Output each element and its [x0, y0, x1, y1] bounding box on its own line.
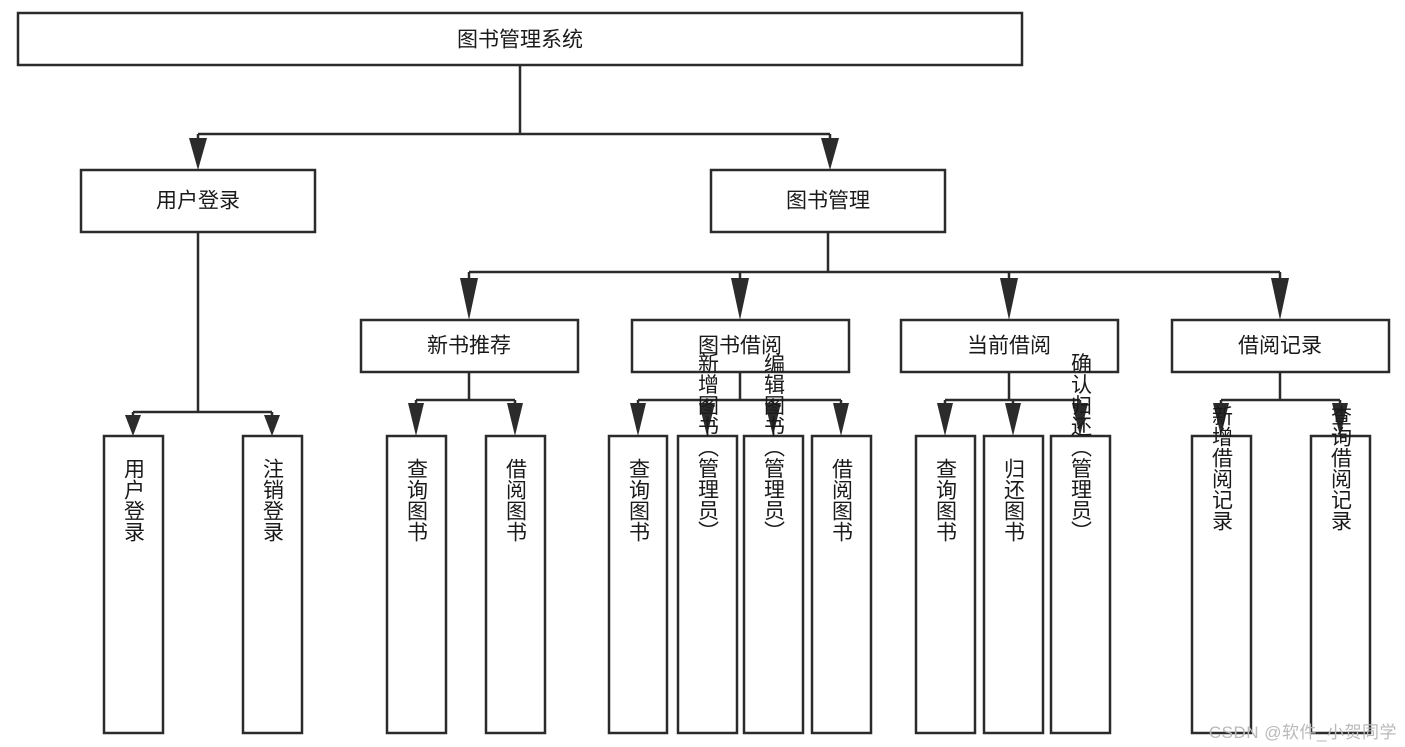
node-book-manage[interactable]: 图书管理 — [709, 168, 947, 234]
node-book-manage-label: 图书管理 — [786, 190, 870, 213]
node-root-system-box[interactable] — [16, 11, 1024, 67]
leaf-edit-book-admin-label: 编辑图书（管理员） — [762, 353, 786, 542]
connector-group-new-book-rec — [408, 372, 523, 436]
leaf-return-book-box[interactable] — [982, 434, 1045, 735]
leaf-borrow-book-bb-label: 借阅图书 — [830, 458, 854, 542]
arrow-head-leaf-query-book-3 — [937, 403, 953, 436]
leaf-add-borrow-record-box[interactable] — [1190, 434, 1253, 735]
arrow-head-leaf-return-book — [1005, 403, 1021, 436]
leaf-add-book-admin-box[interactable] — [676, 434, 739, 735]
node-current-borrow[interactable]: 当前借阅 — [899, 318, 1120, 374]
leaf-return-book[interactable]: 归还图书 — [982, 434, 1045, 735]
leaf-add-borrow-record[interactable]: 新增借阅记录 — [1190, 405, 1253, 735]
arrow-head-leaf-add-record — [1213, 403, 1229, 436]
arrow-head-book-borrow — [731, 278, 749, 320]
leaf-borrow-book-bb-box[interactable] — [810, 434, 873, 735]
leaf-query-borrow-record[interactable]: 查询借阅记录 — [1309, 405, 1372, 735]
node-root-system-label: 图书管理系统 — [457, 29, 583, 52]
node-book-borrow-box[interactable] — [630, 318, 851, 374]
leaf-add-book-admin-label: 新增图书（管理员） — [696, 353, 720, 542]
node-book-borrow-label: 图书借阅 — [698, 335, 782, 358]
leaf-query-book-cb[interactable]: 查询图书 — [914, 434, 977, 735]
leaf-query-book-nbr-label: 查询图书 — [405, 458, 429, 542]
leaf-return-book-label: 归还图书 — [1002, 458, 1026, 542]
connector-group-borrow-record — [1213, 372, 1348, 436]
node-new-book-recommend[interactable]: 新书推荐 — [359, 318, 580, 374]
connector-group-root — [189, 65, 839, 170]
node-borrow-record[interactable]: 借阅记录 — [1170, 318, 1391, 374]
leaf-user-login[interactable]: 用户登录 — [102, 434, 165, 735]
leaf-confirm-return-admin-label: 确认归还（管理员） — [1069, 353, 1093, 542]
node-user-login-label: 用户登录 — [156, 190, 240, 213]
arrow-head-leaf-borrow-book-1 — [507, 403, 523, 436]
leaf-edit-book-admin-box[interactable] — [742, 434, 805, 735]
leaf-query-book-cb-box[interactable] — [914, 434, 977, 735]
arrow-head-leaf-logout — [264, 415, 280, 436]
arrow-head-leaf-user-login — [125, 415, 141, 436]
leaf-logout[interactable]: 注销登录 — [241, 434, 304, 735]
leaf-logout-box[interactable] — [241, 434, 304, 735]
node-new-book-recommend-box[interactable] — [359, 318, 580, 374]
leaf-query-book-cb-label: 查询图书 — [934, 458, 958, 542]
leaf-user-login-box[interactable] — [102, 434, 165, 735]
leaf-borrow-book-nbr[interactable]: 借阅图书 — [484, 434, 547, 735]
leaf-add-borrow-record-label: 新增借阅记录 — [1210, 405, 1234, 531]
connector-group-current-borrow — [937, 372, 1088, 436]
node-user-login-box[interactable] — [79, 168, 317, 234]
leaf-query-borrow-record-label: 查询借阅记录 — [1329, 405, 1353, 531]
connector-group-book-manage — [460, 232, 1289, 320]
arrow-head-current-borrow — [1000, 278, 1018, 320]
arrow-head-leaf-borrow-book-2 — [833, 403, 849, 436]
leaf-query-book-nbr[interactable]: 查询图书 — [385, 434, 448, 735]
node-current-borrow-box[interactable] — [899, 318, 1120, 374]
node-book-borrow[interactable]: 图书借阅 — [630, 318, 851, 374]
leaf-query-book-bb-box[interactable] — [607, 434, 669, 735]
arrow-head-borrow-record — [1271, 278, 1289, 320]
node-book-manage-box[interactable] — [709, 168, 947, 234]
node-borrow-record-label: 借阅记录 — [1238, 335, 1322, 358]
leaf-borrow-book-bb[interactable]: 借阅图书 — [810, 434, 873, 735]
node-root-system[interactable]: 图书管理系统 — [16, 11, 1024, 67]
leaf-borrow-book-nbr-box[interactable] — [484, 434, 547, 735]
arrow-head-leaf-confirm-return — [1072, 403, 1088, 436]
arrow-head-leaf-add-book — [699, 403, 715, 436]
leaf-confirm-return-admin-box[interactable] — [1049, 434, 1112, 735]
arrow-head-new-book-rec — [460, 278, 478, 320]
arrow-head-leaf-edit-book — [765, 403, 781, 436]
node-current-borrow-label: 当前借阅 — [967, 335, 1051, 358]
node-borrow-record-box[interactable] — [1170, 318, 1391, 374]
arrow-head-leaf-query-book-2 — [630, 403, 646, 436]
leaf-edit-book-admin[interactable]: 编辑图书（管理员） — [742, 353, 805, 735]
arrow-head-user-login — [189, 138, 207, 170]
leaf-query-book-bb[interactable]: 查询图书 — [607, 434, 669, 735]
leaf-query-book-nbr-box[interactable] — [385, 434, 448, 735]
leaf-logout-label: 注销登录 — [261, 458, 285, 542]
leaf-borrow-book-nbr-label: 借阅图书 — [504, 458, 528, 542]
node-user-login[interactable]: 用户登录 — [79, 168, 317, 234]
leaf-query-book-bb-label: 查询图书 — [627, 458, 651, 542]
connector-group-book-borrow — [630, 372, 849, 436]
leaf-query-borrow-record-box[interactable] — [1309, 434, 1372, 735]
connector-group-user-login — [125, 232, 280, 436]
leaf-confirm-return-admin[interactable]: 确认归还（管理员） — [1049, 353, 1112, 735]
leaf-add-book-admin[interactable]: 新增图书（管理员） — [676, 353, 739, 735]
arrow-head-leaf-query-record — [1332, 403, 1348, 436]
node-new-book-recommend-label: 新书推荐 — [427, 335, 511, 358]
arrow-head-leaf-query-book-1 — [408, 403, 424, 436]
arrow-head-book-manage — [821, 138, 839, 170]
leaf-user-login-label: 用户登录 — [122, 458, 146, 542]
